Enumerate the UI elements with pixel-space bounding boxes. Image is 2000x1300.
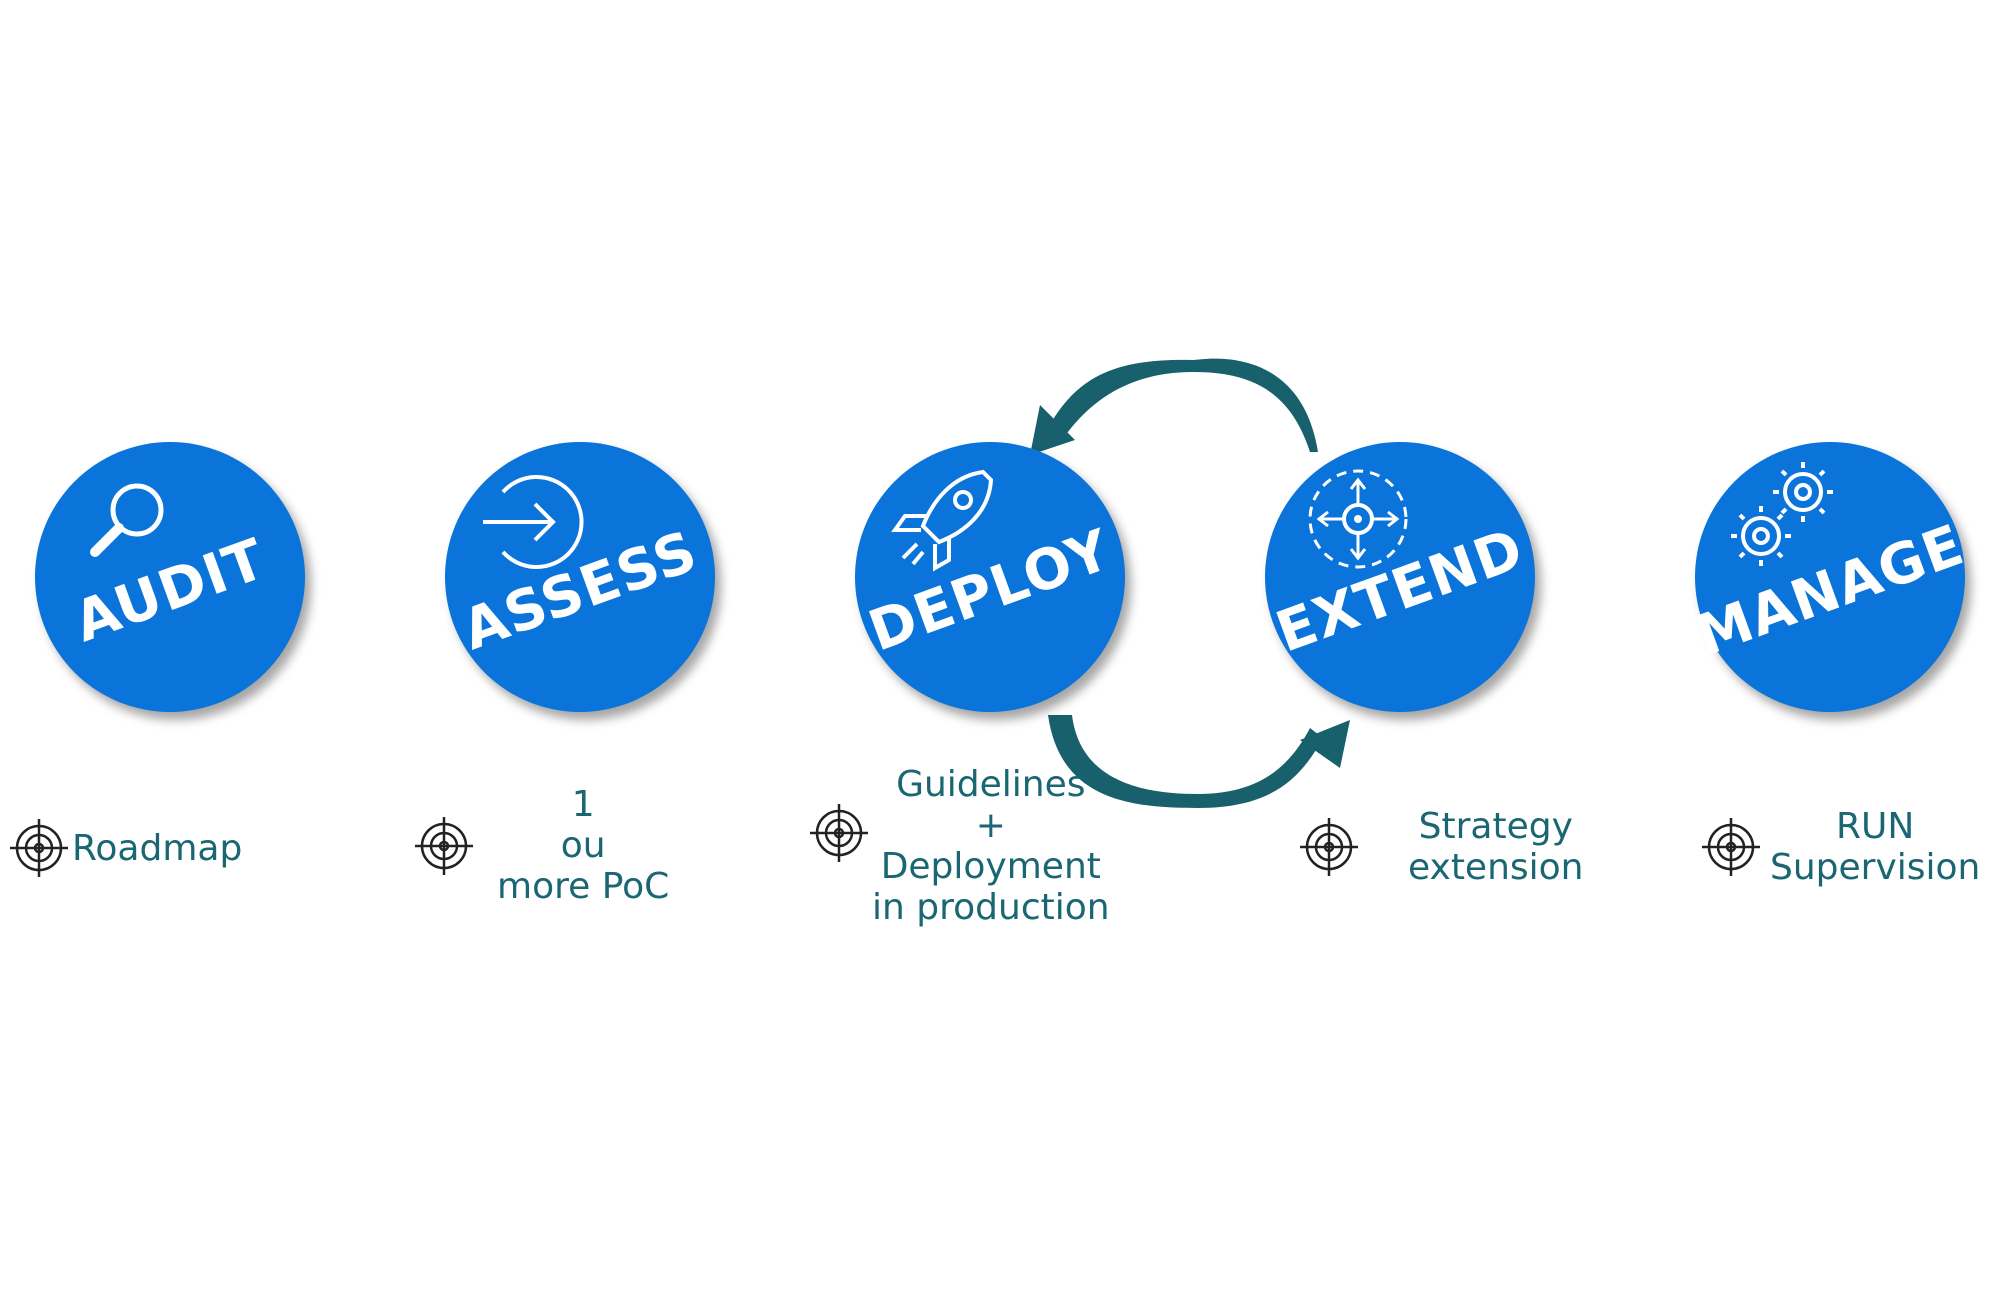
- arrow-in-circle-icon: [473, 462, 593, 582]
- deliverable-line: Strategy: [1418, 806, 1573, 847]
- cycle-arrow-top-head: [1030, 405, 1075, 455]
- deliverable-assess: 1 ou more PoC: [413, 784, 669, 907]
- cycle-arrow-top: [1048, 358, 1318, 452]
- magnifier-icon: [55, 452, 195, 592]
- deliverable-line: extension: [1408, 847, 1584, 888]
- deliverable-line: more PoC: [497, 866, 670, 907]
- step-assess: ASSESS: [445, 442, 715, 712]
- step-manage: MANAGE: [1688, 442, 1972, 712]
- deliverable-text: Strategy extension: [1408, 806, 1584, 888]
- deliverable-line: 1: [571, 784, 595, 825]
- cycle-arrow-bottom-head: [1300, 720, 1350, 768]
- deliverable-text: 1 ou more PoC: [497, 784, 669, 907]
- deliverable-line: in production: [872, 887, 1110, 928]
- deliverable-line: +: [975, 805, 1006, 846]
- step-audit: AUDIT: [35, 442, 305, 712]
- deliverable-line: RUN: [1836, 806, 1915, 847]
- deliverable-line: Supervision: [1770, 847, 1981, 888]
- deliverable-line: Roadmap: [72, 827, 243, 869]
- deliverable-text: Guidelines + Deployment in production: [872, 764, 1110, 928]
- deliverable-deploy: Guidelines + Deployment in production: [808, 764, 1110, 928]
- gears-icon: [1715, 450, 1845, 580]
- step-deploy: DEPLOY: [855, 442, 1125, 712]
- deliverable-audit: Roadmap: [8, 817, 242, 879]
- step-extend: EXTEND: [1265, 442, 1535, 712]
- expand-target-icon: [1303, 464, 1413, 574]
- deliverable-line: Deployment: [880, 846, 1101, 887]
- target-icon: [808, 802, 870, 864]
- deliverable-line: ou: [560, 825, 606, 866]
- rocket-icon: [883, 460, 1003, 580]
- deliverable-text: Roadmap: [72, 828, 242, 869]
- deliverable-extend: Strategy extension: [1298, 806, 1584, 888]
- deliverable-manage: RUN Supervision: [1700, 806, 1980, 888]
- target-icon: [8, 817, 70, 879]
- target-icon: [413, 815, 475, 877]
- deliverable-line: Guidelines: [896, 764, 1086, 805]
- target-icon: [1700, 816, 1762, 878]
- target-icon: [1298, 816, 1360, 878]
- deliverable-text: RUN Supervision: [1770, 806, 1980, 888]
